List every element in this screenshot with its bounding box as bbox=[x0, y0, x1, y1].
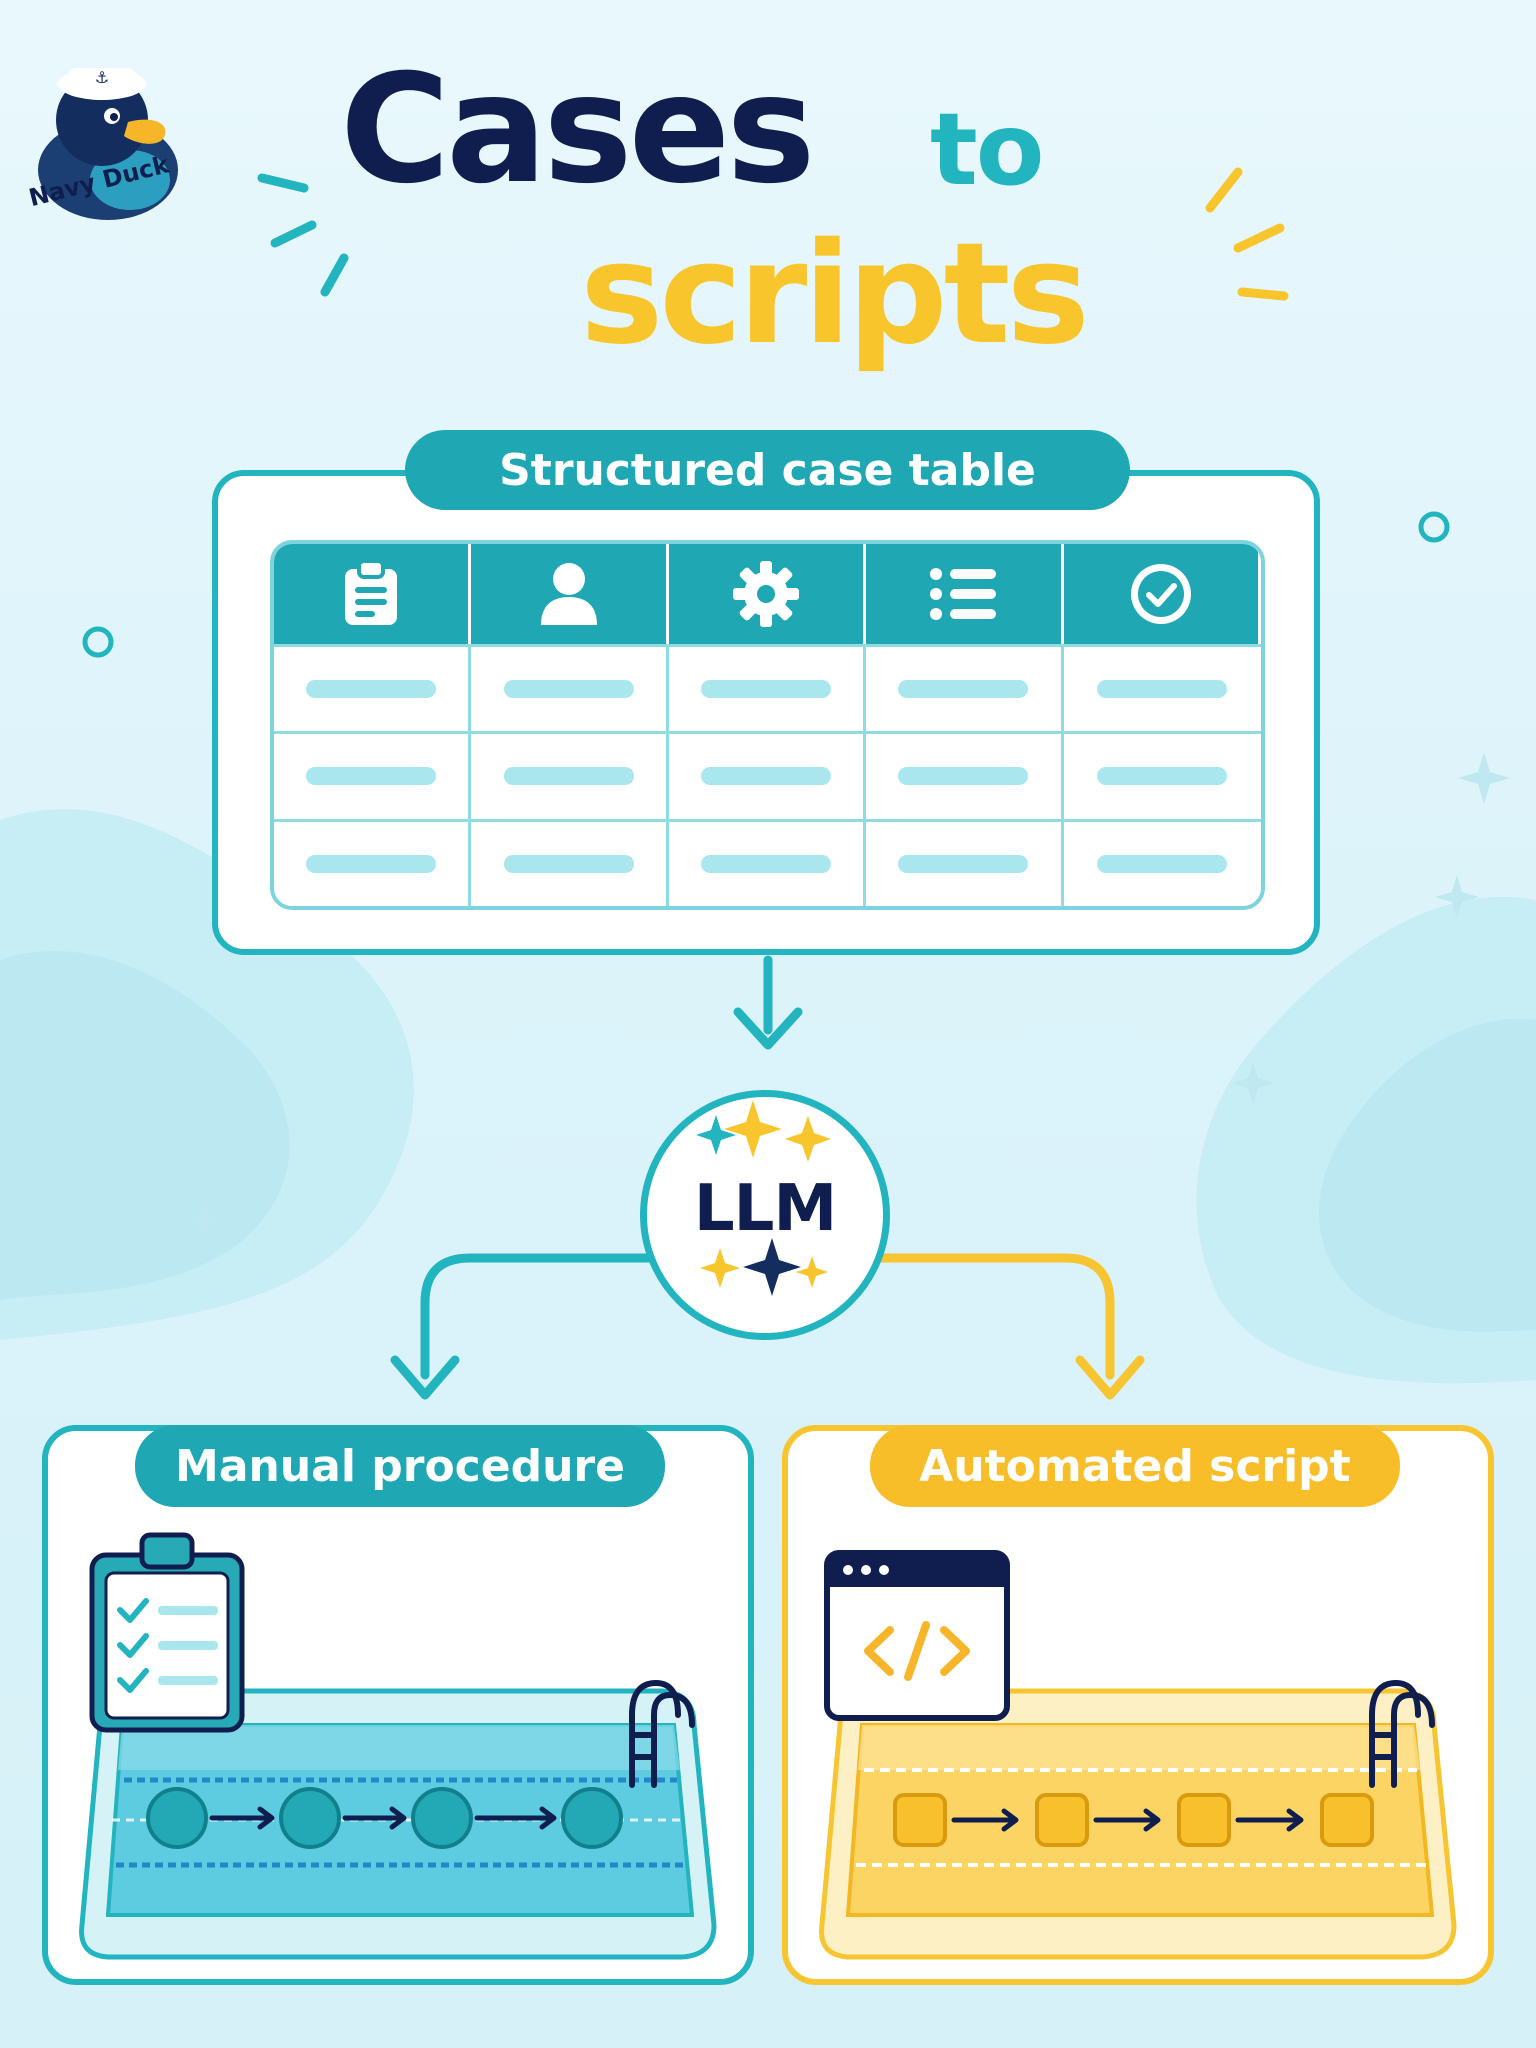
llm-to-automated-arrowhead bbox=[1075, 1355, 1145, 1400]
table-cell bbox=[1063, 731, 1261, 818]
step-node bbox=[1320, 1793, 1374, 1847]
llm-to-manual-line bbox=[420, 1253, 665, 1380]
wave-left-inner bbox=[0, 951, 290, 1300]
llm-to-manual-arrowhead bbox=[390, 1355, 460, 1400]
gear-icon bbox=[732, 561, 799, 627]
cell-placeholder bbox=[503, 767, 634, 786]
table-cell bbox=[668, 644, 867, 732]
step-node bbox=[146, 1787, 208, 1849]
manual-procedure-label: Manual procedure bbox=[135, 1425, 665, 1507]
title-to: to bbox=[930, 91, 1045, 208]
checklist-clipboard-icon bbox=[89, 1532, 245, 1733]
svg-text:⚓: ⚓ bbox=[95, 68, 109, 87]
cell-placeholder bbox=[1097, 680, 1228, 699]
cell-placeholder bbox=[1097, 767, 1228, 786]
table-header-cell bbox=[274, 544, 472, 644]
list-icon bbox=[930, 568, 997, 620]
cell-placeholder bbox=[503, 680, 634, 699]
cell-placeholder bbox=[700, 767, 831, 786]
table-header-cell bbox=[1063, 544, 1261, 644]
cell-placeholder bbox=[306, 854, 437, 873]
table-cell bbox=[668, 731, 867, 819]
table-to-llm-arrowhead bbox=[733, 1007, 803, 1050]
table-cell bbox=[1063, 644, 1261, 731]
cell-placeholder bbox=[898, 680, 1029, 699]
duck-icon: ⚓ bbox=[38, 68, 178, 220]
step-node bbox=[893, 1793, 947, 1847]
decor-sparkle-2 bbox=[1435, 875, 1479, 919]
wave-right-inner bbox=[1319, 1018, 1536, 1332]
decor-sparkle-4 bbox=[184, 1198, 226, 1240]
manual-pool-illustration bbox=[79, 1532, 717, 1960]
case-table bbox=[270, 540, 1265, 910]
process-steps bbox=[893, 1793, 1374, 1847]
table-header-cell bbox=[471, 544, 669, 644]
table-cell bbox=[866, 644, 1064, 732]
step-node bbox=[279, 1787, 341, 1849]
pool-ladder-icon bbox=[1369, 1679, 1435, 1788]
navy-duck-logo: ⚓ Navy Duck bbox=[20, 30, 200, 240]
clipboard-icon bbox=[345, 559, 398, 625]
cell-placeholder bbox=[503, 854, 634, 873]
cell-placeholder bbox=[1097, 854, 1228, 873]
check-circle-icon bbox=[1130, 564, 1191, 624]
sparkle-icon bbox=[696, 1100, 831, 1296]
table-cell bbox=[866, 731, 1064, 819]
title-scripts: scripts bbox=[580, 213, 1090, 376]
burst-marks-right bbox=[1205, 167, 1289, 301]
process-steps bbox=[146, 1787, 623, 1849]
decor-sparkle-1 bbox=[1458, 752, 1510, 804]
pool-ladder-icon bbox=[629, 1679, 695, 1788]
table-cell bbox=[866, 818, 1064, 906]
llm-to-automated-line bbox=[865, 1253, 1115, 1380]
cell-placeholder bbox=[306, 767, 437, 786]
table-cell bbox=[274, 818, 472, 906]
case-table-label: Structured case table bbox=[405, 430, 1130, 510]
burst-marks-left bbox=[257, 173, 349, 297]
cell-placeholder bbox=[898, 767, 1029, 786]
cell-placeholder bbox=[700, 854, 831, 873]
llm-label: LLM bbox=[693, 1172, 837, 1246]
decor-ring-right bbox=[1418, 511, 1450, 543]
automated-pool-illustration bbox=[819, 1550, 1457, 1960]
decor-sparkle-3 bbox=[1232, 1062, 1274, 1104]
table-cell bbox=[1063, 818, 1261, 906]
table-cell bbox=[274, 644, 472, 732]
step-node bbox=[1035, 1793, 1089, 1847]
user-icon bbox=[540, 563, 597, 625]
step-node bbox=[561, 1787, 623, 1849]
decor-ring-left bbox=[82, 626, 114, 658]
cell-placeholder bbox=[306, 680, 437, 699]
step-node bbox=[411, 1787, 473, 1849]
table-header-cell bbox=[668, 544, 867, 644]
table-cell bbox=[668, 818, 867, 906]
automated-script-label: Automated script bbox=[870, 1425, 1400, 1507]
table-cell bbox=[471, 644, 669, 732]
table-cell bbox=[471, 818, 669, 906]
table-cell bbox=[471, 731, 669, 819]
cell-placeholder bbox=[700, 680, 831, 699]
table-cell bbox=[274, 731, 472, 819]
cell-placeholder bbox=[898, 854, 1029, 873]
code-window-icon bbox=[824, 1550, 1010, 1721]
table-header-cell bbox=[866, 544, 1064, 644]
step-node bbox=[1177, 1793, 1231, 1847]
title-cases: Cases bbox=[340, 43, 816, 217]
